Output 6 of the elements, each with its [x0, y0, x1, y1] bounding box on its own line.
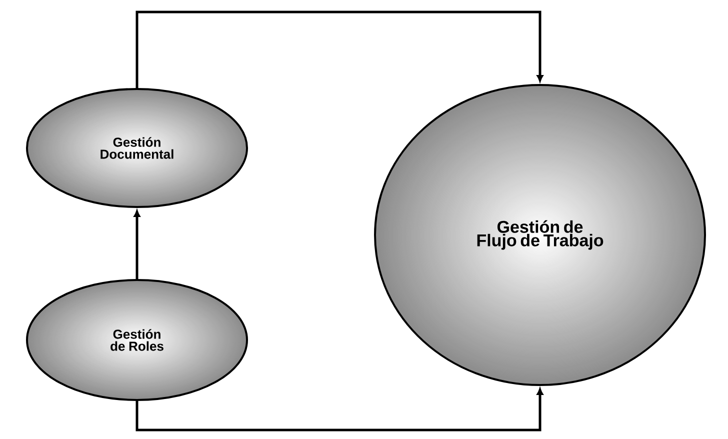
- ellipse-node: Gestión de Flujo de Trabajo: [374, 84, 706, 386]
- ellipse-node: Gestión Documental: [26, 88, 248, 208]
- arrow: [136, 388, 544, 432]
- arrow: [136, 10, 544, 88]
- arrow: [134, 210, 140, 279]
- ellipse-node: Gestión de Roles: [26, 279, 248, 401]
